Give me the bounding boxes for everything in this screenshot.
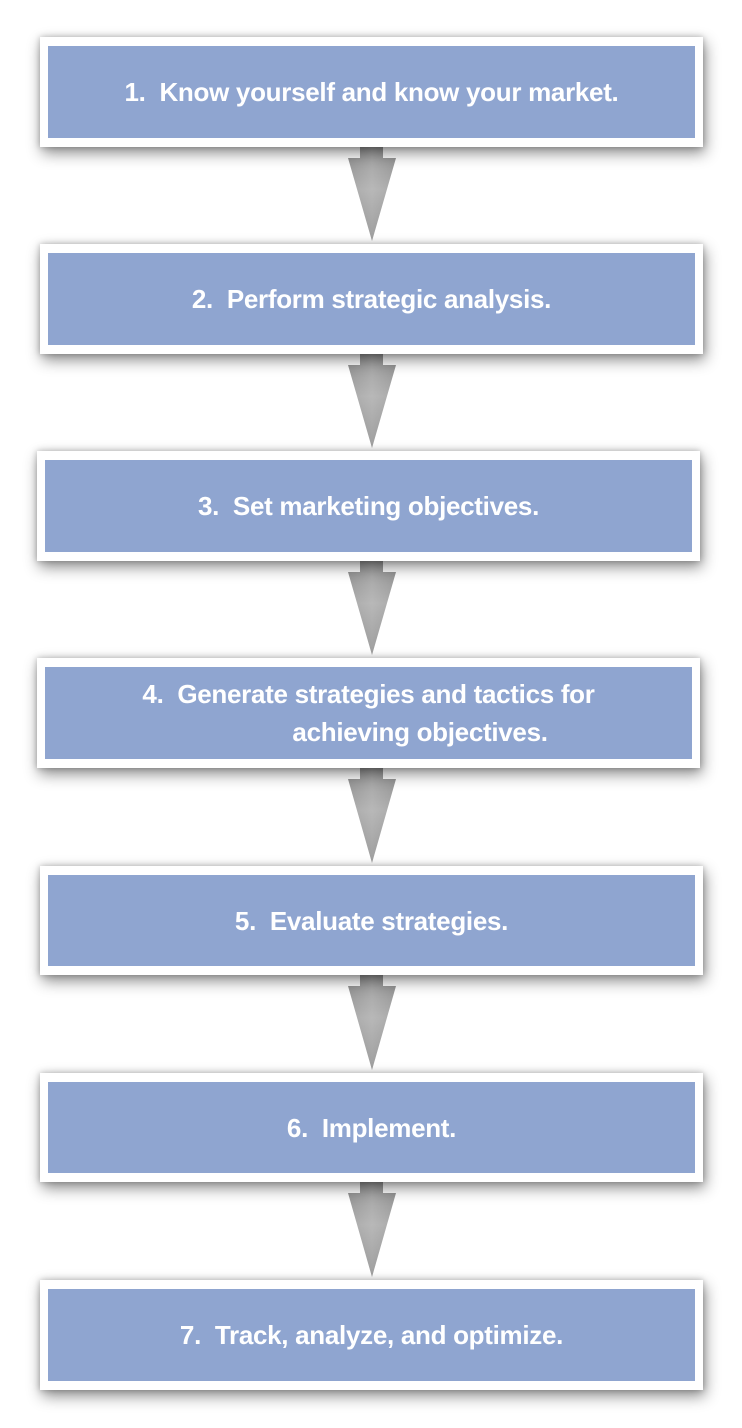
step-1-label: 1. Know yourself and know your market. [124,77,619,107]
arrow-down-icon [346,1182,398,1280]
step-5-fill: 5. Evaluate strategies. [48,875,695,966]
step-1-box: 1. Know yourself and know your market. [40,37,703,147]
arrow-down-icon [346,561,398,658]
step-3-box: 3. Set marketing objectives. [37,451,700,561]
step-4-box: 4. Generate strategies and tactics for ac… [37,658,700,768]
step-2-box: 2. Perform strategic analysis. [40,244,703,354]
step-4-label: 4. Generate strategies and tactics for ac… [142,675,594,751]
arrow-down-icon [346,975,398,1073]
step-4-label-line2: achieving objectives. [292,717,548,747]
step-7-fill: 7. Track, analyze, and optimize. [48,1289,695,1381]
step-7-label: 7. Track, analyze, and optimize. [179,1320,564,1350]
step-2-fill: 2. Perform strategic analysis. [48,253,695,345]
arrow-down-icon [346,147,398,244]
step-4-fill: 4. Generate strategies and tactics for ac… [45,667,692,759]
arrow-down-icon [346,354,398,451]
step-5-box: 5. Evaluate strategies. [40,866,703,975]
step-4-label-line1: 4. Generate strategies and tactics for [142,679,595,709]
step-5-label: 5. Evaluate strategies. [234,905,509,936]
step-6-fill: 6. Implement. [48,1082,695,1173]
step-7-box: 7. Track, analyze, and optimize. [40,1280,703,1390]
step-6-label: 6. Implement. [286,1112,457,1143]
step-3-label: 3. Set marketing objectives. [198,491,539,521]
step-1-fill: 1. Know yourself and know your market. [48,46,695,138]
step-3-fill: 3. Set marketing objectives. [45,460,692,552]
arrow-down-icon [346,768,398,866]
step-2-label: 2. Perform strategic analysis. [191,284,552,314]
step-6-box: 6. Implement. [40,1073,703,1182]
